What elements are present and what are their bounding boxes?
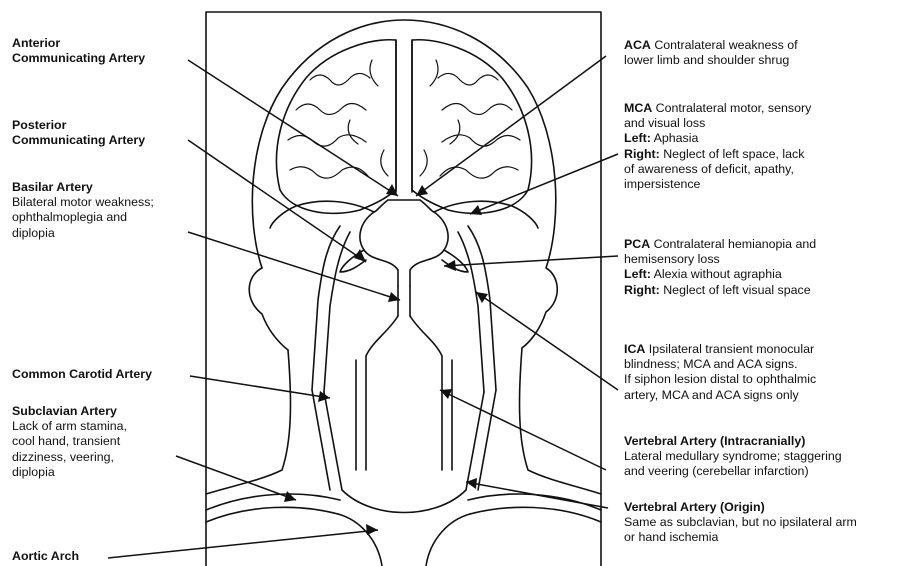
brain-right-hemisphere xyxy=(412,40,532,214)
illustration-frame xyxy=(206,12,601,566)
leader-common-carotid xyxy=(190,376,330,398)
label-anterior-communicating-artery: Anterior Communicating Artery xyxy=(12,36,145,66)
leader-mca xyxy=(470,154,618,214)
right-label: Right: xyxy=(624,283,660,297)
subclavian-right xyxy=(468,494,601,522)
label-aortic-arch: Aortic Arch xyxy=(12,549,79,564)
label-pca: PCA Contralateral hemianopia and hemisen… xyxy=(624,237,816,298)
label-title: Vertebral Artery (Origin) xyxy=(624,500,765,514)
label-vertebral-artery-intracranially: Vertebral Artery (Intracranially) Latera… xyxy=(624,434,842,480)
label-description: Contralateral hemianopia and hemisensory… xyxy=(624,237,816,266)
label-posterior-communicating-artery: Posterior Communicating Artery xyxy=(12,118,145,148)
label-mca: MCA Contralateral motor, sensory and vis… xyxy=(624,101,811,192)
label-title: Common Carotid Artery xyxy=(12,367,152,381)
label-description: Lateral medullary syndrome; staggering a… xyxy=(624,449,842,479)
mca-right-branch xyxy=(434,201,538,228)
label-vertebral-artery-origin: Vertebral Artery (Origin) Same as subcla… xyxy=(624,500,857,546)
label-description: Contralateral weakness of lower limb and… xyxy=(624,38,798,67)
head-outline xyxy=(252,20,557,348)
right-text: Neglect of left visual space xyxy=(663,283,810,297)
leader-ica xyxy=(476,292,618,390)
aortic-arch xyxy=(338,490,470,566)
pca-right-line: Right: Neglect of left visual space xyxy=(624,283,816,298)
left-label: Left: xyxy=(624,131,651,145)
arrowhead xyxy=(416,185,428,196)
circle-of-willis xyxy=(360,200,448,286)
leader-subclavian xyxy=(176,456,296,500)
arrowhead xyxy=(444,260,456,271)
leader-anterior-communicating xyxy=(188,60,398,196)
left-label: Left: xyxy=(624,267,651,281)
label-subclavian-artery: Subclavian Artery Lack of arm stamina, c… xyxy=(12,404,127,480)
mca-right-line: Right: Neglect of left space, lack of aw… xyxy=(624,147,811,193)
leader-vertebral-origin xyxy=(466,482,608,508)
label-ica: ICA Ipsilateral transient monocular blin… xyxy=(624,342,816,403)
leader-basilar xyxy=(188,232,400,300)
vertebral-arteries xyxy=(356,316,452,470)
mca-left-branch xyxy=(270,201,374,228)
leader-vertebral-intracranially xyxy=(440,390,606,470)
label-title: Anterior Communicating Artery xyxy=(12,36,145,65)
label-description: Same as subclavian, but no ipsilateral a… xyxy=(624,515,857,545)
head-outline-left xyxy=(249,268,288,350)
internal-carotid-left xyxy=(312,226,350,392)
pca-left-line: Left: Alexia without agraphia xyxy=(624,267,816,282)
label-title: PCA xyxy=(624,237,650,251)
label-description: Bilateral motor weakness; ophthalmoplegi… xyxy=(12,195,154,241)
common-carotid-left xyxy=(312,390,342,490)
brain-left-hemisphere xyxy=(276,40,396,214)
basilar-artery xyxy=(398,286,410,316)
label-title: Subclavian Artery xyxy=(12,404,117,418)
leader-aortic-arch xyxy=(108,530,378,558)
arrowhead xyxy=(366,524,378,535)
label-description: Lack of arm stamina, cool hand, transien… xyxy=(12,419,127,480)
label-basilar-artery: Basilar Artery Bilateral motor weakness;… xyxy=(12,180,154,241)
label-title: MCA xyxy=(624,101,652,115)
gyri-right xyxy=(420,60,520,178)
internal-carotid-right xyxy=(458,226,496,392)
label-description: Contralateral motor, sensory and visual … xyxy=(624,101,811,130)
label-description: Ipsilateral transient monocular blindnes… xyxy=(624,342,816,402)
right-label: Right: xyxy=(624,147,660,161)
label-title: ACA xyxy=(624,38,651,52)
label-title: Basilar Artery xyxy=(12,180,93,194)
label-title: Aortic Arch xyxy=(12,549,79,563)
left-text: Aphasia xyxy=(654,131,699,145)
label-title: Vertebral Artery (Intracranially) xyxy=(624,434,805,448)
leader-aca xyxy=(416,56,606,196)
label-title: ICA xyxy=(624,342,645,356)
label-title: Posterior Communicating Artery xyxy=(12,118,145,147)
subclavian-left xyxy=(206,494,340,522)
gyri-left xyxy=(288,60,388,178)
aca-vessels xyxy=(396,40,412,192)
arrowhead xyxy=(284,491,296,502)
label-common-carotid-artery: Common Carotid Artery xyxy=(12,367,152,382)
left-text: Alexia without agraphia xyxy=(654,267,782,281)
mca-left-line: Left: Aphasia xyxy=(624,131,811,146)
label-aca: ACA Contralateral weakness of lower limb… xyxy=(624,38,798,68)
